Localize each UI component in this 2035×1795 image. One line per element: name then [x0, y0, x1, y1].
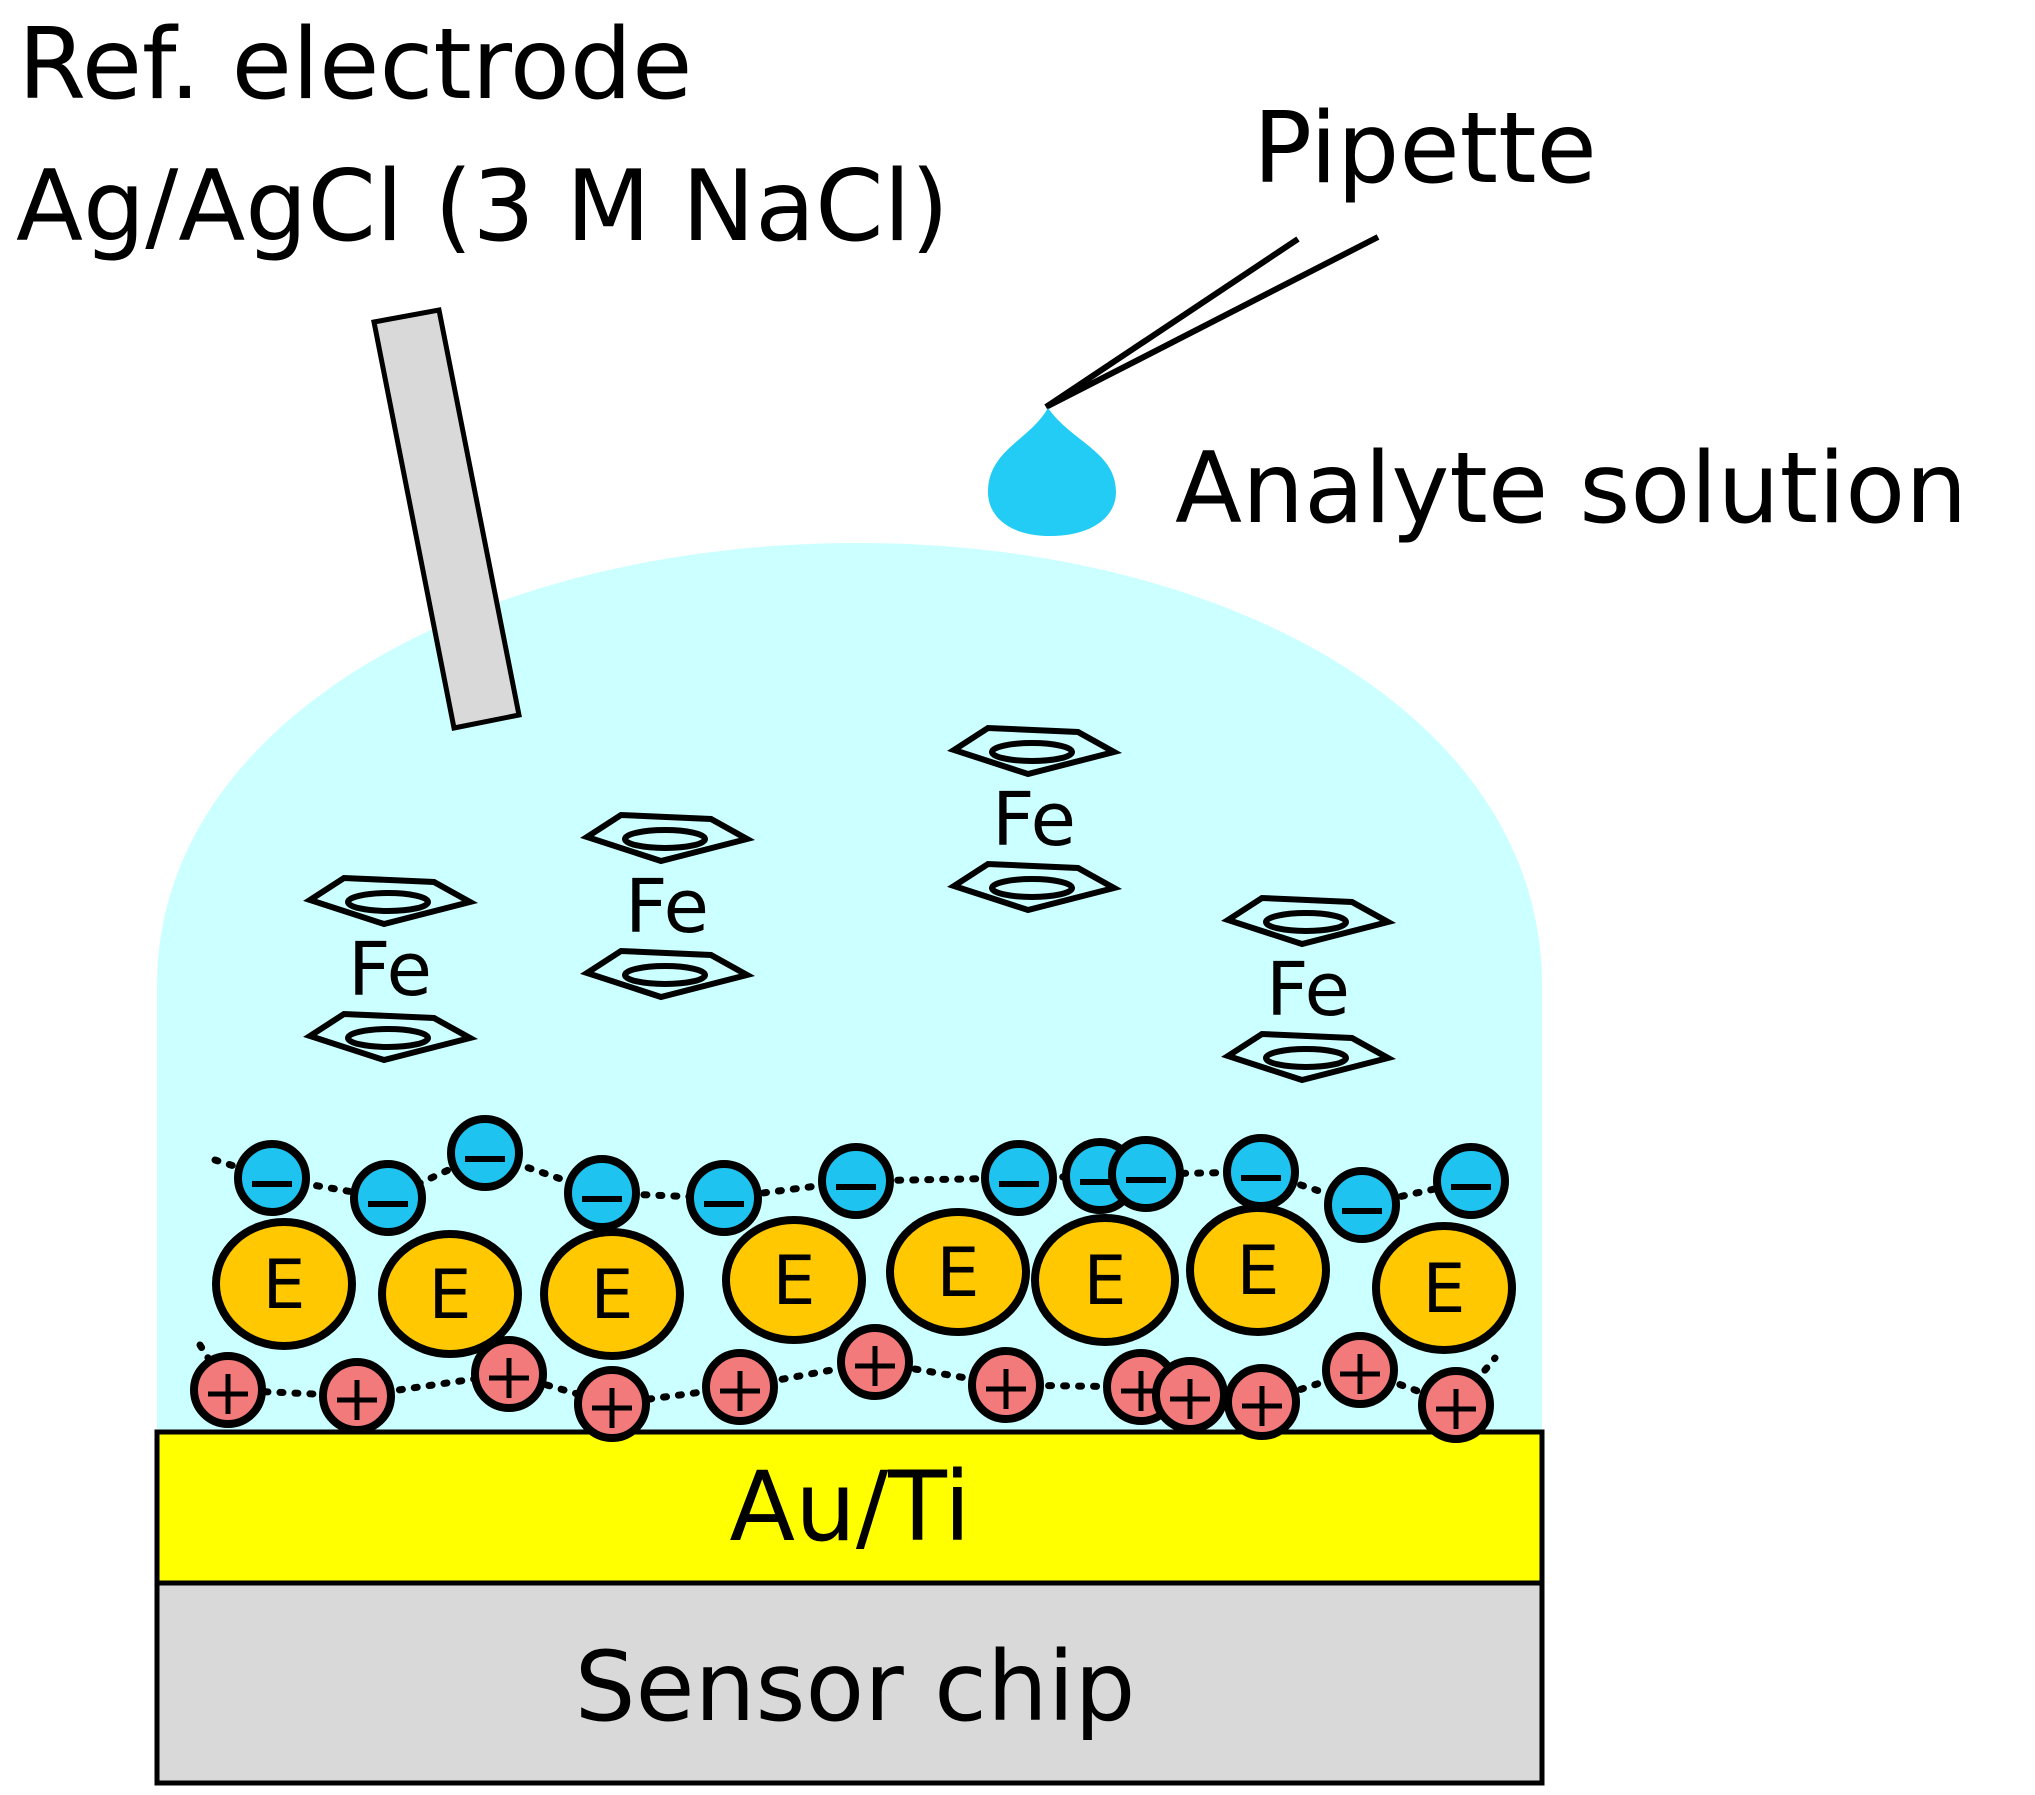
anion-particle — [447, 1115, 523, 1191]
sensor-chip-label: Sensor chip — [575, 1631, 1136, 1743]
anion-particle — [1108, 1136, 1184, 1212]
cation-particle — [702, 1349, 778, 1425]
enzyme-particle: E — [1031, 1214, 1179, 1346]
enzyme-particle: E — [886, 1208, 1030, 1336]
cation-particle — [1152, 1357, 1228, 1433]
cation-particle — [574, 1366, 650, 1442]
cation-particle — [471, 1336, 547, 1412]
enzyme-label: E — [429, 1256, 472, 1335]
anion-particle — [350, 1160, 426, 1236]
anion-particle — [234, 1140, 310, 1216]
anion-particle — [818, 1143, 894, 1219]
ferrocene-fe-label: Fe — [1266, 947, 1350, 1033]
enzyme-particle: E — [212, 1218, 356, 1350]
anion-particle — [564, 1155, 640, 1231]
reference-electrode-rod — [371, 307, 522, 731]
anion-particle — [1324, 1167, 1400, 1243]
ferrocene-molecule: Fe — [303, 874, 479, 1064]
pipette-label: Pipette — [1253, 92, 1597, 206]
enzyme-particle: E — [1372, 1222, 1516, 1354]
enzyme-particle: E — [1186, 1204, 1330, 1336]
anion-particle — [1433, 1143, 1509, 1219]
pipette-icon — [1044, 234, 1380, 410]
enzyme-label: E — [1237, 1232, 1280, 1311]
enzyme-particle: E — [722, 1216, 866, 1344]
enzyme-label: E — [1084, 1242, 1127, 1321]
cation-particle — [837, 1324, 913, 1400]
cation-particle — [1224, 1364, 1300, 1440]
droplet-icon — [988, 408, 1116, 536]
ferrocene-molecule: Fe — [947, 724, 1123, 914]
ferrocene-fe-label: Fe — [625, 864, 709, 950]
enzyme-label: E — [263, 1246, 306, 1325]
cation-particle — [319, 1358, 395, 1434]
gold-layer — [154, 1429, 1545, 1586]
analyte-solution-label: Analyte solution — [1175, 432, 1967, 546]
cation-particle — [190, 1352, 266, 1428]
anion-particle — [686, 1160, 762, 1236]
cation-particle — [1418, 1367, 1494, 1443]
ferrocene-molecule: Fe — [580, 811, 756, 1001]
ref-electrode-label: Ref. electrode — [18, 8, 692, 122]
enzyme-particle: E — [540, 1228, 684, 1360]
cation-particle — [968, 1347, 1044, 1423]
enzyme-label: E — [1423, 1250, 1466, 1329]
enzyme-particle: E — [378, 1230, 522, 1358]
ref-electrode-spec-label: Ag/AgCl (3 M NaCl) — [16, 150, 949, 264]
ferrocene-fe-label: Fe — [348, 927, 432, 1013]
enzyme-label: E — [591, 1256, 634, 1335]
sensor-chip-layer — [154, 1580, 1545, 1786]
anion-particle — [981, 1140, 1057, 1216]
enzyme-label: E — [937, 1234, 980, 1313]
cation-particle — [1322, 1332, 1398, 1408]
solution-dome — [157, 543, 1542, 1432]
ferrocene-fe-label: Fe — [992, 777, 1076, 863]
ferrocene-molecule: Fe — [1221, 894, 1397, 1084]
anion-particle — [1223, 1134, 1299, 1210]
gold-layer-label: Au/Ti — [729, 1451, 970, 1563]
enzyme-label: E — [773, 1242, 816, 1321]
